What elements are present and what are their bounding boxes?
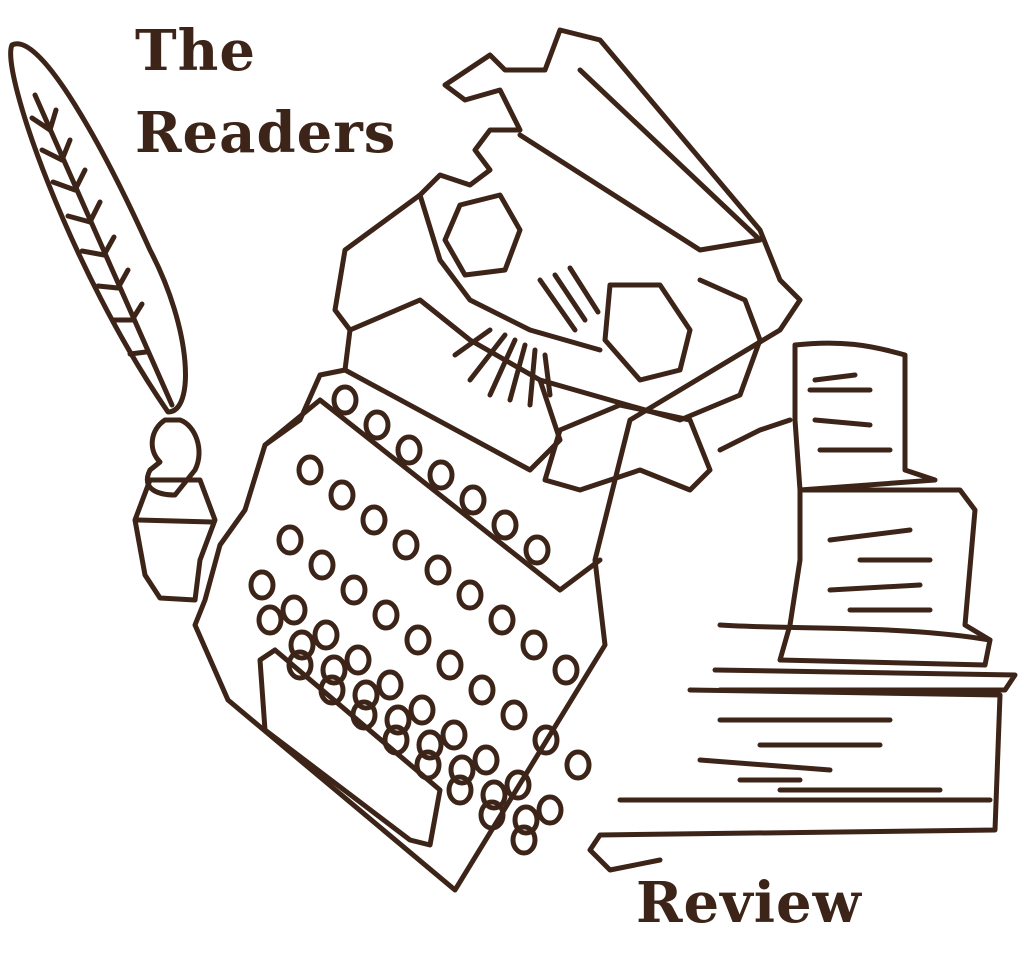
typewriter-key: [288, 629, 316, 661]
typewriter-key: [427, 459, 455, 491]
typewriter-key: [384, 704, 412, 736]
typewriter-key: [552, 654, 580, 686]
typewriter-key: [532, 724, 560, 756]
typewriter-key: [488, 604, 516, 636]
typewriter-key: [404, 624, 432, 656]
typewriter-key: [382, 724, 410, 756]
typewriter-key: [276, 524, 304, 556]
typewriter-key: [256, 604, 284, 636]
typewriter-key: [395, 434, 423, 466]
typewriter-key: [536, 794, 564, 826]
typewriter-key: [312, 619, 340, 651]
typewriter-key: [564, 749, 592, 781]
inkwell-icon: [132, 417, 218, 603]
typewriter-key: [376, 669, 404, 701]
typewriter-icon: [192, 27, 803, 893]
typewriter-key: [456, 579, 484, 611]
typewriter-key: [372, 599, 400, 631]
typewriter-key: [446, 774, 474, 806]
typewriter-key: [408, 694, 436, 726]
typewriter-key: [363, 409, 391, 441]
typewriter-keys: [248, 384, 592, 856]
typewriter-key: [478, 799, 506, 831]
typewriter-key: [328, 479, 356, 511]
quill-icon: [8, 41, 188, 415]
book-stack-icon: [587, 340, 1018, 873]
typewriter-key: [468, 674, 496, 706]
typewriter-key: [286, 649, 314, 681]
typewriter-key: [491, 509, 519, 541]
typewriter-key: [331, 384, 359, 416]
typewriter-key: [459, 484, 487, 516]
typewriter-key: [280, 594, 308, 626]
typewriter-key: [504, 769, 532, 801]
typewriter-key: [512, 804, 540, 836]
typewriter-key: [436, 649, 464, 681]
typewriter-key: [350, 699, 378, 731]
typewriter-key: [352, 679, 380, 711]
typewriter-key: [248, 569, 276, 601]
typewriter-key: [500, 699, 528, 731]
typewriter-key: [392, 529, 420, 561]
typewriter-key: [296, 454, 324, 486]
typewriter-key: [424, 554, 452, 586]
typewriter-key: [520, 629, 548, 661]
typewriter-key: [510, 824, 538, 856]
typewriter-key: [308, 549, 336, 581]
typewriter-key: [448, 754, 476, 786]
typewriter-key: [360, 504, 388, 536]
title-readers: Readers: [135, 100, 397, 166]
typewriter-key: [472, 744, 500, 776]
title-the: The: [135, 18, 257, 84]
title-review: Review: [636, 870, 862, 936]
typewriter-key: [523, 534, 551, 566]
typewriter-key: [414, 749, 442, 781]
typewriter-key: [318, 674, 346, 706]
typewriter-key: [344, 644, 372, 676]
typewriter-key: [416, 729, 444, 761]
typewriter-key: [440, 719, 468, 751]
typewriter-key: [480, 779, 508, 811]
typewriter-key: [340, 574, 368, 606]
typewriter-key: [320, 654, 348, 686]
